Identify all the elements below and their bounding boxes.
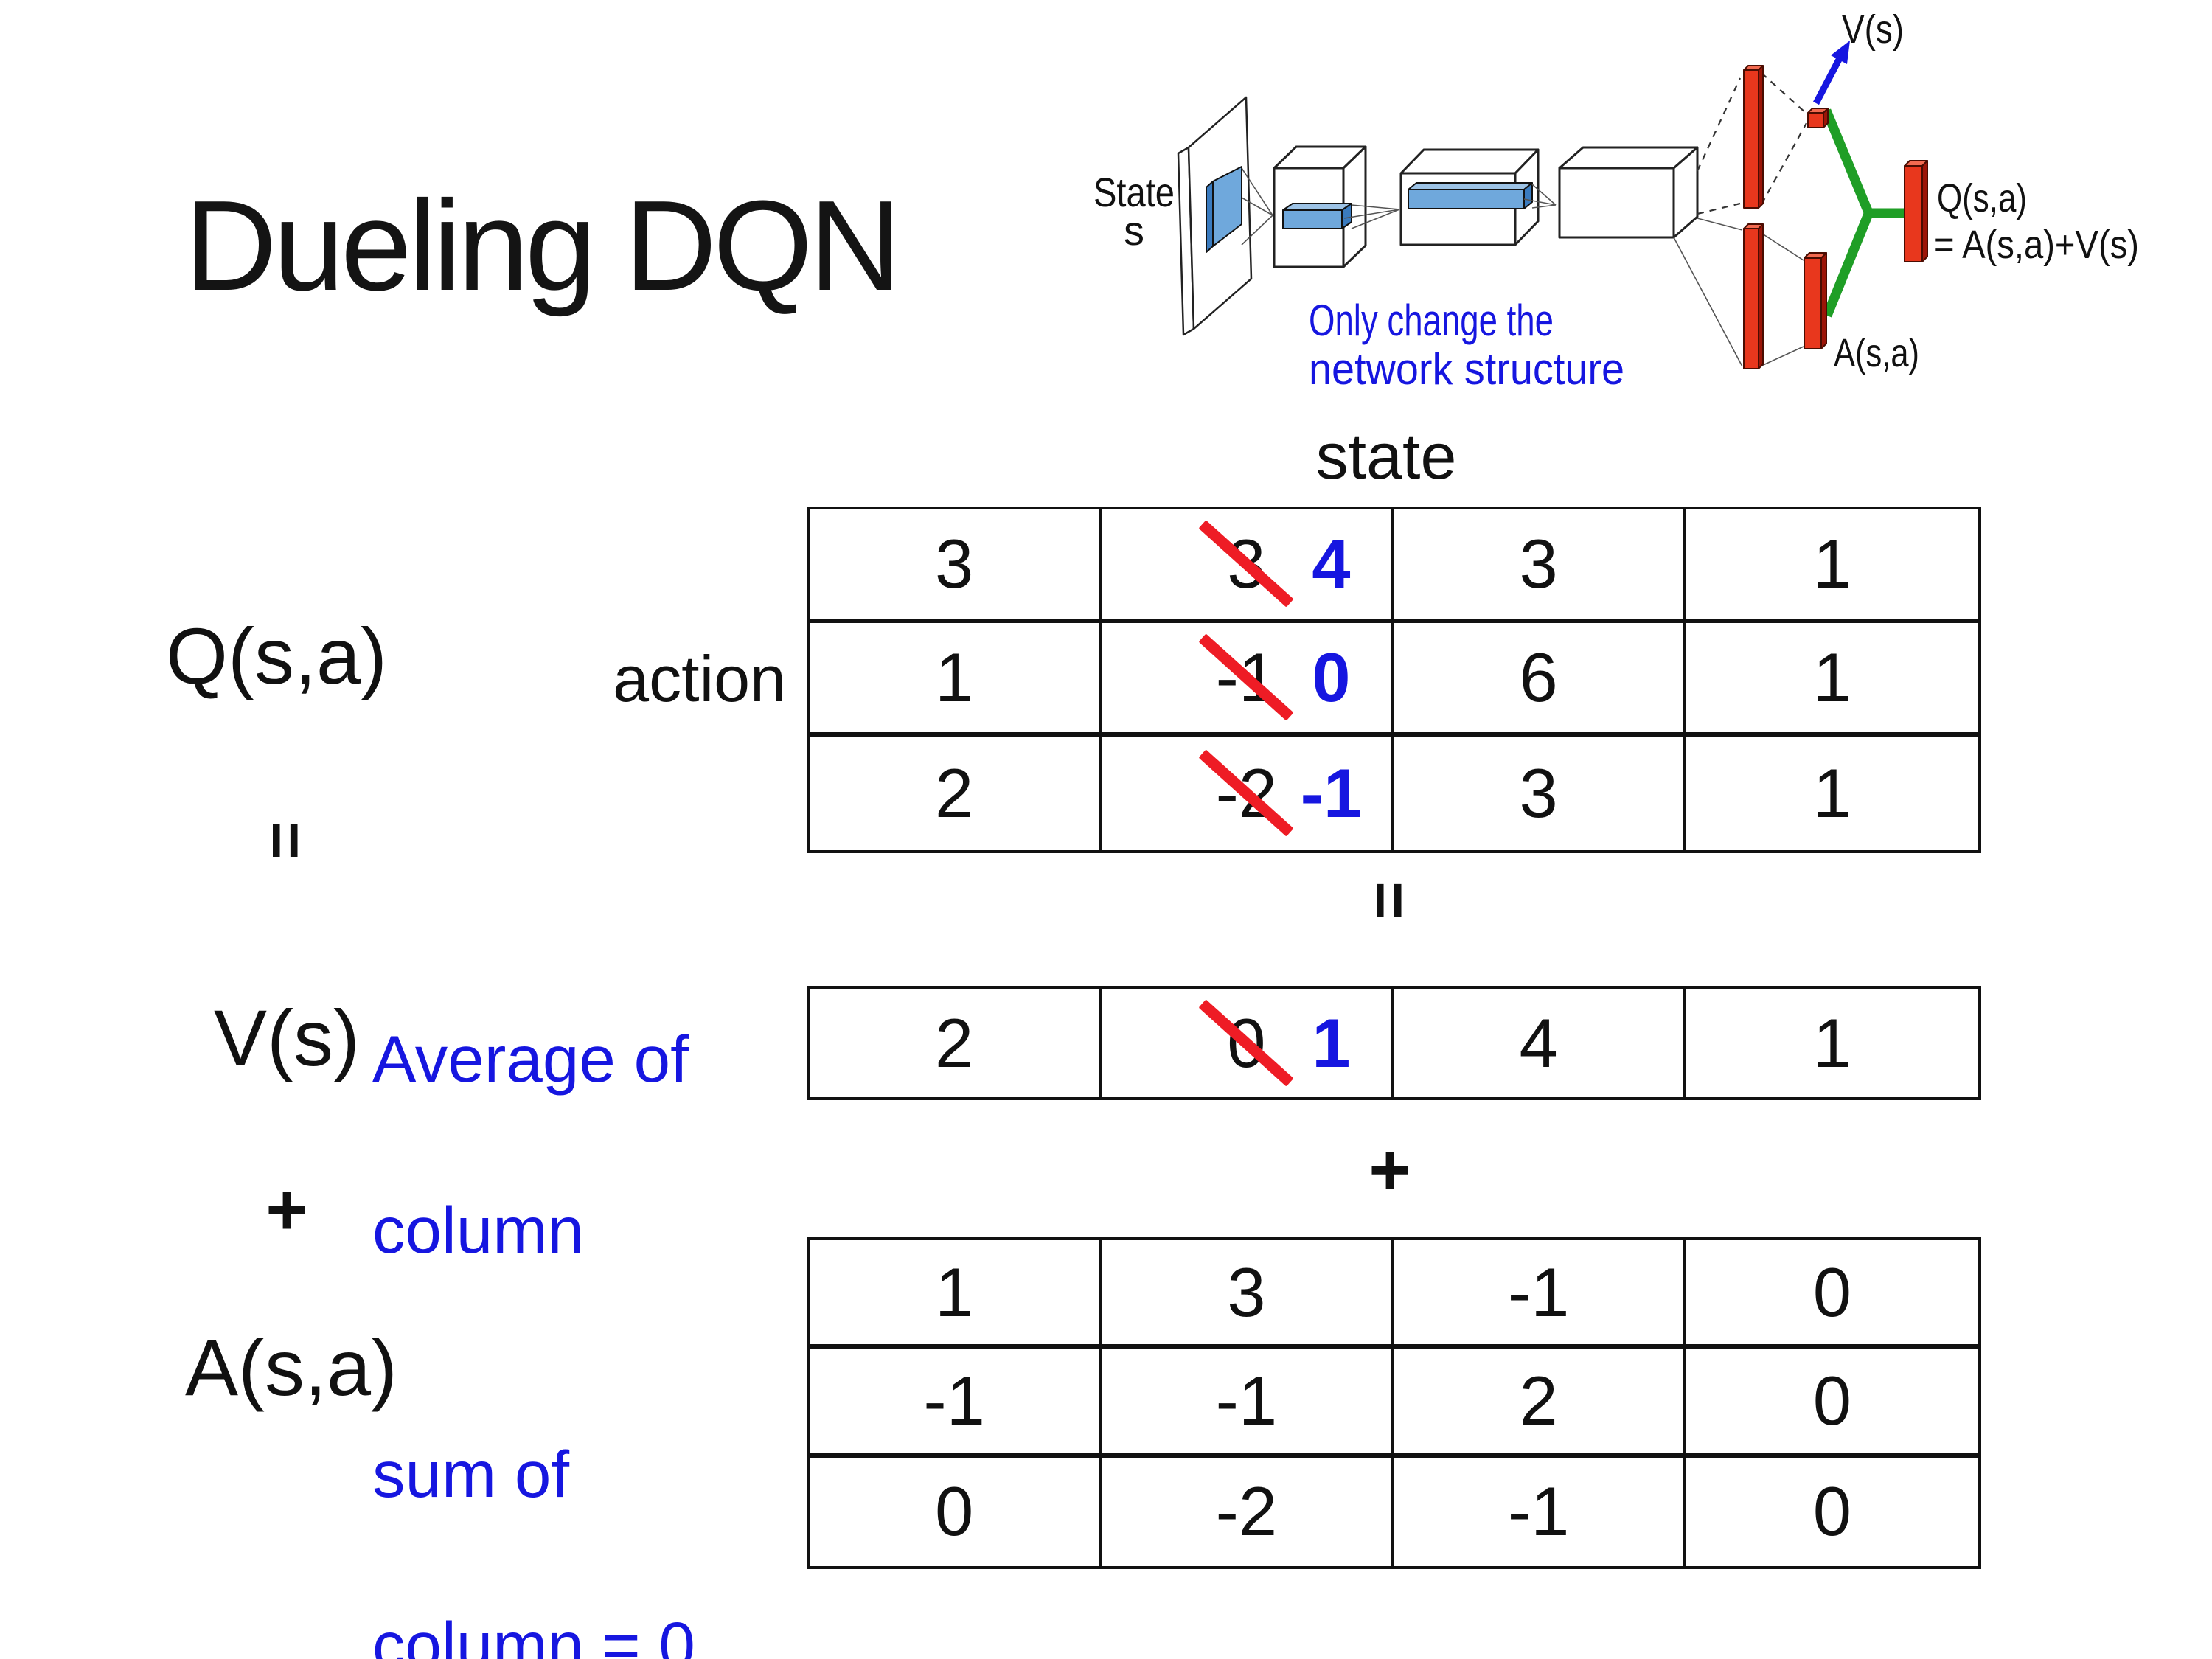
avg-note-line1: Average of <box>372 1022 689 1096</box>
table-cell-corrected: -10 <box>1102 623 1394 737</box>
cell-value: 3 <box>934 525 974 602</box>
table-cell: 6 <box>1394 623 1686 737</box>
cell-value: 0 <box>1812 1361 1852 1439</box>
slide-title: Dueling DQN <box>184 173 902 317</box>
cell-value: 1 <box>934 1253 974 1331</box>
cell-value: 3 <box>1227 1253 1266 1331</box>
equation-a-label: A(s,a) <box>184 1323 398 1412</box>
middle-equals-operator: = <box>1242 863 1537 937</box>
table-cell: 3 <box>810 509 1102 623</box>
new-value: -1 <box>1300 754 1363 832</box>
sum-note-line1: sum of <box>372 1437 570 1511</box>
table-cell: -1 <box>810 1349 1102 1458</box>
new-value: 1 <box>1312 1004 1351 1082</box>
cell-value: -1 <box>1507 1253 1570 1331</box>
table-cell: 0 <box>1686 1240 1978 1349</box>
state-word-label: State <box>1093 169 1175 215</box>
cell-value: 4 <box>1519 1004 1558 1082</box>
table-cell: 0 <box>810 1457 1102 1566</box>
table-cell: 1 <box>810 1240 1102 1349</box>
table-cell: 2 <box>810 989 1102 1097</box>
cell-value: 2 <box>934 1004 974 1082</box>
state-axis-label: state <box>1315 420 1457 493</box>
cell-value: 0 <box>1812 1253 1852 1331</box>
table-cell: -1 <box>1394 1240 1686 1349</box>
cell-value: -1 <box>923 1361 985 1439</box>
diagram-note-line1: Only change the <box>1309 296 1554 345</box>
sum-note-line2: column = 0 <box>372 1608 695 1659</box>
q-output-bar <box>1904 160 1928 262</box>
new-value: 0 <box>1312 639 1351 716</box>
middle-plus-operator: + <box>1242 1133 1537 1206</box>
feature-bar-2 <box>1408 182 1533 209</box>
cell-value: 2 <box>934 754 974 832</box>
state-s-label: s <box>1124 207 1144 254</box>
a-output-label: A(s,a) <box>1834 331 1919 375</box>
cell-value: 0 <box>934 1472 974 1551</box>
cell-value: 6 <box>1519 639 1558 716</box>
table-cell: 4 <box>1394 989 1686 1097</box>
fc-bar-value-stream <box>1743 65 1764 209</box>
cell-value: 3 <box>1519 754 1558 832</box>
cell-value: 2 <box>1519 1361 1558 1439</box>
equals-rotated-glyph: = <box>1353 881 1427 919</box>
cell-value: -2 <box>1215 1472 1278 1551</box>
diagram-note-line2: network structure <box>1309 344 1624 394</box>
conv-layer-box-3 <box>1558 146 1699 239</box>
table-cell: 3 <box>1102 1240 1394 1349</box>
fc-bar-advantage-stream <box>1743 223 1764 369</box>
action-axis-label: action <box>613 642 786 715</box>
q-output-label: Q(s,a) <box>1937 176 2027 220</box>
table-cell: -1 <box>1102 1349 1394 1458</box>
sum-of-column-note: sum of column = 0 <box>372 1431 695 1659</box>
cell-value: -1 <box>1215 1361 1278 1439</box>
table-cell-corrected: 01 <box>1102 989 1394 1097</box>
cell-value: 1 <box>1812 1004 1852 1082</box>
equation-plus-operator: + <box>139 1172 434 1246</box>
table-cell: -2 <box>1102 1457 1394 1566</box>
cell-value: 1 <box>1812 525 1852 602</box>
table-cell: 1 <box>1686 623 1978 737</box>
cell-value: 3 <box>1519 525 1558 602</box>
table-cell: 0 <box>1686 1349 1978 1458</box>
cell-value: -1 <box>1507 1472 1570 1551</box>
table-cell-corrected: 34 <box>1102 509 1394 623</box>
equation-v-label: V(s) <box>214 993 360 1082</box>
table-cell-corrected: -2-1 <box>1102 737 1394 850</box>
new-value: 4 <box>1312 525 1351 602</box>
plus-glyph: + <box>265 1169 308 1250</box>
table-cell: -1 <box>1394 1457 1686 1566</box>
avg-note-line2: column <box>372 1193 584 1267</box>
v-output-arrow <box>1813 41 1850 105</box>
table-cell: 1 <box>810 623 1102 737</box>
cell-value: 1 <box>1812 754 1852 832</box>
a-value-table: 1 3 -1 0 -1 -1 2 0 0 -2 -1 0 <box>807 1237 1981 1569</box>
equation-equals-operator: = <box>139 804 434 877</box>
conv-filter-patch <box>1206 166 1242 253</box>
table-cell: 2 <box>1394 1349 1686 1458</box>
q-output-formula: = A(s,a)+V(s) <box>1934 223 2139 267</box>
feature-bar-1 <box>1282 203 1352 229</box>
merge-connector <box>1821 108 1907 318</box>
cell-value: 1 <box>1812 639 1852 716</box>
plus-glyph: + <box>1368 1129 1411 1210</box>
table-cell: 2 <box>810 737 1102 850</box>
cell-value: 0 <box>1812 1472 1852 1551</box>
v-value-table: 2 01 4 1 <box>807 986 1981 1100</box>
average-of-column-note: Average of column <box>372 1016 689 1273</box>
v-output-label: V(s) <box>1842 7 1904 52</box>
network-architecture-diagram: State s V(s) Q(s,a) = A(s,a)+V(s) A(s,a)… <box>1093 7 2139 394</box>
table-cell: 1 <box>1686 989 1978 1097</box>
table-cell: 3 <box>1394 737 1686 850</box>
a-vector-bar <box>1804 252 1827 349</box>
cell-value: 1 <box>934 639 974 716</box>
table-cell: 1 <box>1686 509 1978 623</box>
v-scalar-node <box>1807 108 1829 128</box>
equals-rotated-glyph: = <box>249 821 323 860</box>
table-cell: 3 <box>1394 509 1686 623</box>
table-cell: 0 <box>1686 1458 1978 1566</box>
table-cell: 1 <box>1686 737 1978 850</box>
equation-q-label: Q(s,a) <box>165 611 387 700</box>
